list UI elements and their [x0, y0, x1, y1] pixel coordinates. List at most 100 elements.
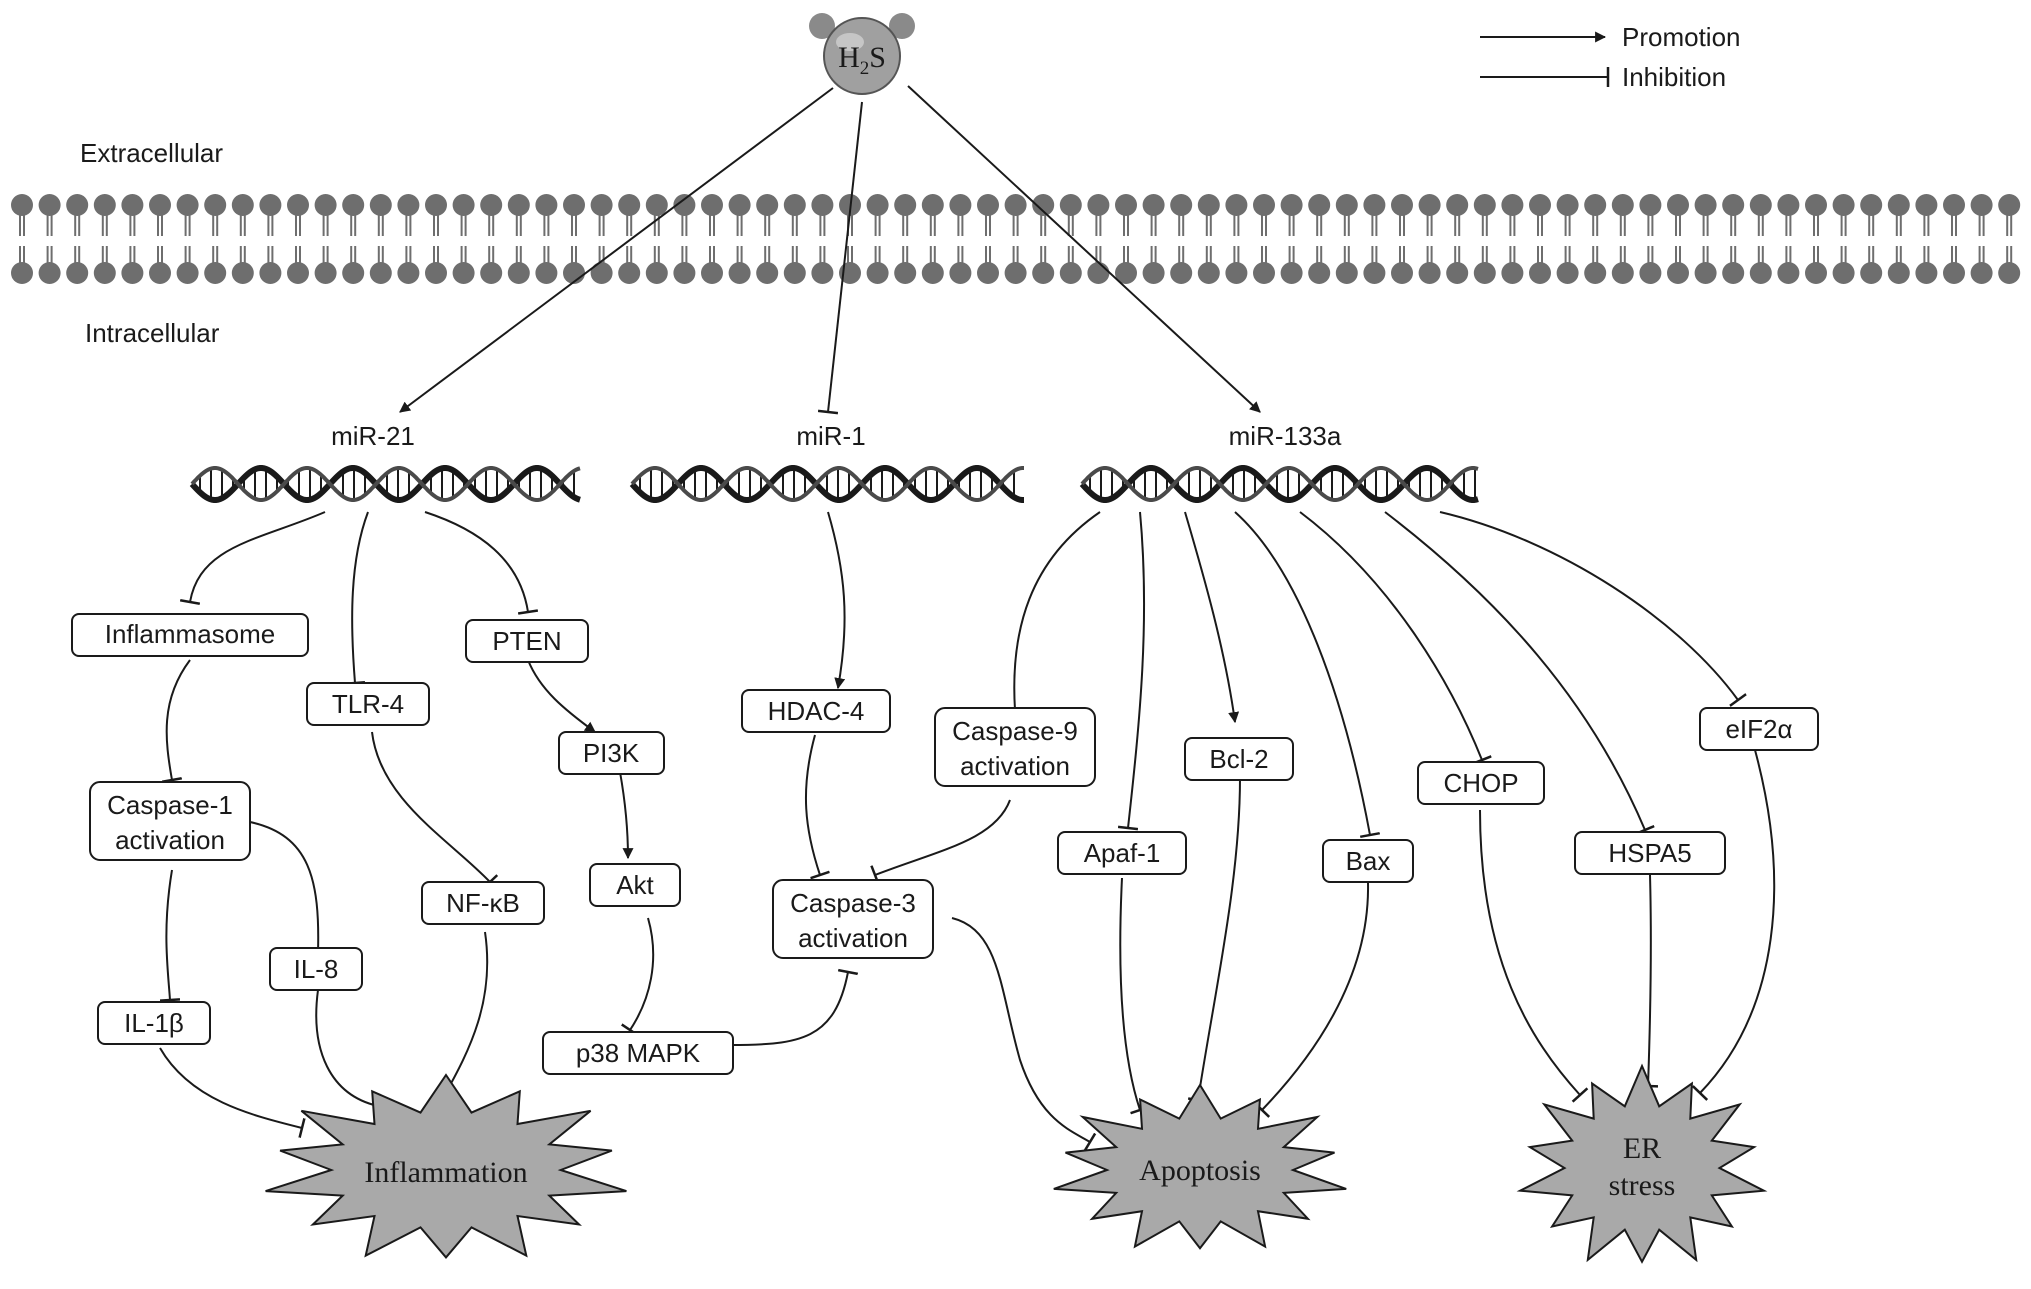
lipid-head [921, 194, 944, 216]
lipid-head [645, 262, 668, 284]
lipid-head [1860, 262, 1883, 284]
lipid-head [1280, 262, 1303, 284]
lipid-head [1446, 262, 1469, 284]
sulfur-atom [823, 17, 901, 95]
edge-chop-erstress [1479, 809, 1589, 1103]
lipid-head [93, 262, 116, 284]
node-pten: PTEN [465, 619, 589, 663]
lipid-head [121, 262, 144, 284]
lipid-head [369, 262, 392, 284]
lipid-head [149, 262, 171, 284]
edge-mir21-pten [424, 511, 539, 615]
lipid-head [535, 262, 558, 284]
lipid-head [1087, 262, 1110, 284]
edge-mir21-tlr4 [344, 511, 369, 686]
svg-text:TLR-4: TLR-4 [332, 689, 404, 719]
lipid-head [342, 262, 365, 284]
lipid-head [563, 194, 585, 216]
lipid-head [949, 262, 972, 284]
lipid-head [1391, 194, 1413, 216]
lipid-head [1308, 262, 1331, 284]
svg-text:Apoptosis: Apoptosis [1139, 1154, 1261, 1187]
outcome-apoptosis: Apoptosis [1053, 1083, 1347, 1250]
lipid-head [1087, 194, 1110, 216]
lipid-head [1970, 262, 1993, 284]
mir133a-helix [1079, 465, 1479, 503]
lipid-head [1142, 262, 1165, 284]
lipid-head [1694, 194, 1717, 216]
lipid-head [425, 194, 447, 216]
lipid-head [507, 262, 530, 284]
edge-mir133a-chop [1299, 511, 1492, 765]
svg-text:NF-κB: NF-κB [446, 888, 520, 918]
lipid-head [1446, 194, 1469, 216]
pathway-edges [159, 85, 1776, 1152]
lipid-head [1363, 262, 1386, 284]
edge-casp3-apoptosis [951, 917, 1097, 1152]
node-tlr4: TLR-4 [306, 682, 430, 726]
lipid-head [1253, 262, 1275, 284]
lipid-head [645, 194, 668, 216]
node-caspase1-activation: Caspase-1 activation [89, 781, 251, 861]
edge-il1b-inflammation [159, 1047, 306, 1139]
svg-text:Caspase-1: Caspase-1 [107, 790, 233, 820]
lipid-head [1860, 194, 1883, 216]
lipid-head [1639, 262, 1662, 284]
node-inflammasome: Inflammasome [71, 613, 309, 657]
lipid-head [259, 194, 282, 216]
lipid-head [1611, 194, 1634, 216]
lipid-head [93, 194, 116, 216]
outcome-inflammation: Inflammation [265, 1073, 627, 1259]
lipid-head [1584, 262, 1607, 284]
lipid-head [1501, 194, 1524, 216]
lipid-head [397, 194, 420, 216]
svg-text:eIF2α: eIF2α [1725, 714, 1792, 744]
svg-text:Inflammasome: Inflammasome [105, 619, 276, 649]
node-caspase3-activation: Caspase-3 activation [772, 879, 934, 959]
lipid-head [673, 262, 696, 284]
lipid-head [673, 194, 696, 216]
edge-tlr4-nfkb [371, 731, 499, 890]
lipid-head [866, 194, 889, 216]
lipid-head [1998, 262, 2021, 284]
edge-h2s-mir21 [399, 87, 834, 413]
mir21-label: miR-21 [331, 421, 415, 451]
legend: Promotion Inhibition [1480, 22, 1741, 92]
lipid-head [701, 262, 723, 284]
lipid-head [1529, 194, 1551, 216]
lipid-head [314, 194, 337, 216]
lipid-head [1915, 194, 1938, 216]
lipid-head [1059, 262, 1082, 284]
edge-mir133a-apaf1 [1117, 511, 1146, 831]
lipid-head [1584, 194, 1607, 216]
svg-text:activation: activation [960, 751, 1070, 781]
lipid-head [1225, 194, 1248, 216]
lipid-head [149, 194, 171, 216]
lipid-head [38, 194, 61, 216]
lipid-head [1280, 194, 1303, 216]
lipid-head [231, 262, 254, 284]
lipid-head [1059, 194, 1082, 216]
mir21-helix [189, 465, 581, 503]
lipid-head [618, 194, 641, 216]
lipid-head [1667, 262, 1689, 284]
lipid-head [1998, 194, 2021, 216]
node-bax: Bax [1322, 839, 1414, 883]
lipid-head [1115, 194, 1137, 216]
lipid-head [1501, 262, 1524, 284]
lipid-head [1887, 262, 1910, 284]
lipid-head [894, 194, 917, 216]
lipid-head [728, 194, 751, 216]
lipid-head [1667, 194, 1689, 216]
hydrogen-atom-right [889, 13, 915, 39]
lipid-head [1225, 262, 1248, 284]
lipid-head [1032, 194, 1055, 216]
lipid-head [1805, 194, 1827, 216]
svg-text:Caspase-9: Caspase-9 [952, 716, 1078, 746]
lipid-head [1473, 194, 1496, 216]
lipid-head [11, 194, 33, 216]
lipid-head [1170, 194, 1193, 216]
edge-nfkb-inflammation [434, 931, 489, 1103]
lipid-head [728, 262, 751, 284]
